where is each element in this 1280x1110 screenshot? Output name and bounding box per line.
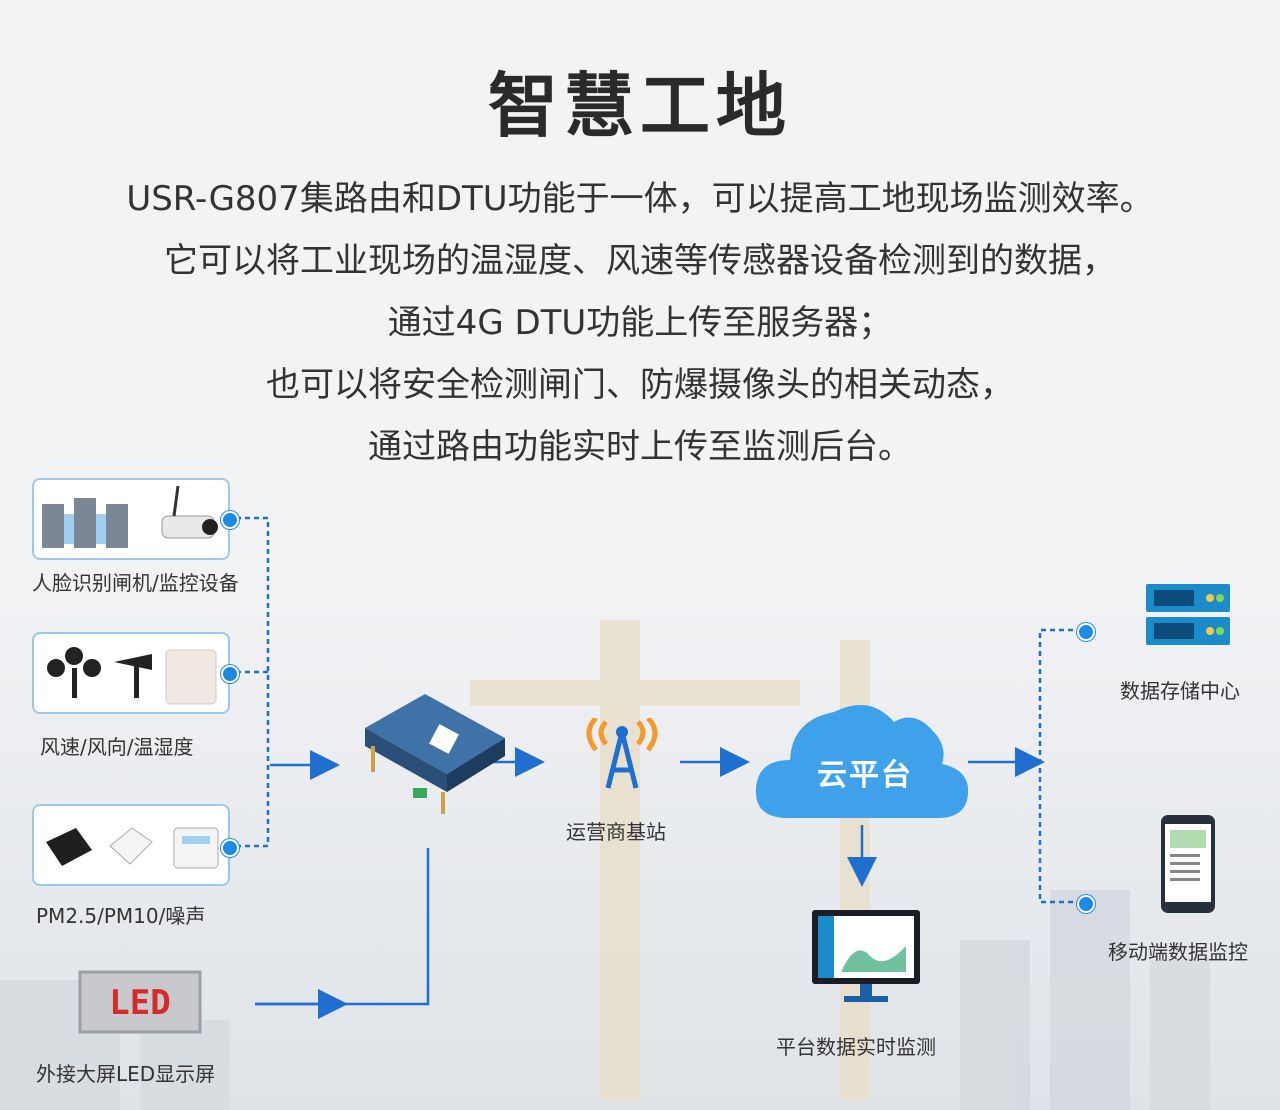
data-center-label: 数据存储中心 bbox=[1120, 679, 1240, 703]
base-station-icon bbox=[586, 718, 658, 789]
mobile-label: 移动端数据监控 bbox=[1108, 940, 1248, 964]
description-line: 通过4G DTU功能上传至服务器； bbox=[387, 303, 893, 343]
base-station-label: 运营商基站 bbox=[566, 820, 666, 844]
connector-dot bbox=[221, 839, 239, 857]
face-gate-camera-card bbox=[32, 478, 230, 560]
router-icon bbox=[365, 694, 505, 814]
connector-dot bbox=[221, 665, 239, 683]
description-line: USR-G807集路由和DTU功能于一体，可以提高工地现场监测效率。 bbox=[126, 179, 1154, 219]
wind-sensor-card bbox=[32, 632, 230, 714]
led-text: LED bbox=[109, 983, 170, 1023]
face-gate-camera-icon bbox=[42, 485, 218, 548]
platform-label: 平台数据实时监测 bbox=[776, 1035, 936, 1059]
pm-sensor-label: PM2.5/PM10/噪声 bbox=[36, 904, 206, 928]
monitor-icon bbox=[812, 910, 920, 1002]
led-screen-label: 外接大屏LED显示屏 bbox=[36, 1062, 216, 1086]
mobile-phone-icon bbox=[1161, 815, 1215, 913]
cloud-icon bbox=[755, 704, 969, 818]
pm-sensor-card bbox=[32, 804, 230, 886]
description-line: 它可以将工业现场的温湿度、风速等传感器设备检测到的数据， bbox=[164, 241, 1116, 281]
page-title: 智慧工地 bbox=[488, 65, 792, 147]
connector-dot bbox=[1077, 895, 1095, 913]
wind-sensor-label: 风速/风向/温湿度 bbox=[40, 735, 194, 759]
wind-sensor-icon bbox=[47, 647, 217, 705]
description-line: 通过路由功能实时上传至监测后台。 bbox=[368, 427, 912, 467]
cloud-label: 云平台 bbox=[817, 758, 913, 793]
connector-dot bbox=[221, 511, 239, 529]
description: USR-G807集路由和DTU功能于一体，可以提高工地现场监测效率。 它可以将工… bbox=[0, 168, 1280, 478]
server-icon bbox=[1146, 584, 1230, 645]
connector-dot bbox=[1077, 623, 1095, 641]
face-gate-label: 人脸识别闸机/监控设备 bbox=[32, 571, 239, 595]
pm-sensor-icon bbox=[46, 827, 219, 869]
led-screen-icon: LED bbox=[78, 970, 202, 1034]
description-line: 也可以将安全检测闸门、防爆摄像头的相关动态， bbox=[266, 365, 1014, 405]
